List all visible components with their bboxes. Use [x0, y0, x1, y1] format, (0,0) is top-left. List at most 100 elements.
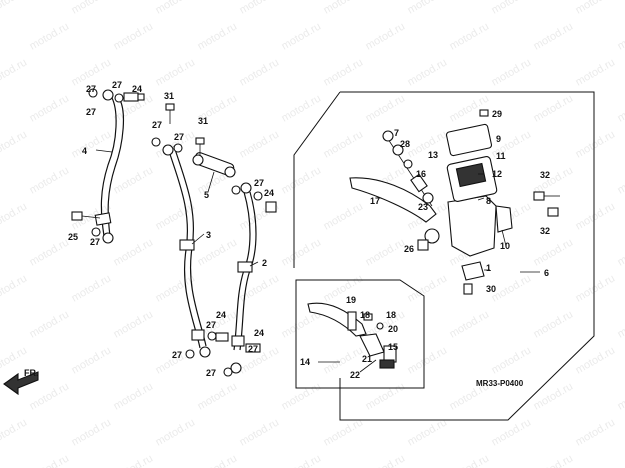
sealing-washer-27 — [173, 143, 183, 153]
sealing-washer-27 — [151, 137, 161, 147]
banjo-bolt-24-top — [123, 92, 145, 102]
callout-22: 22 — [350, 370, 360, 380]
callout-27d: 27 — [152, 120, 162, 130]
watermark-text: motod.ru — [238, 416, 282, 448]
watermark-text: motod.ru — [28, 164, 72, 196]
bolt-24-right — [265, 201, 277, 213]
watermark-text: motod.ru — [448, 452, 492, 468]
front-direction-arrow — [3, 371, 39, 396]
watermark-text: motod.ru — [574, 0, 618, 17]
watermark-text: motod.ru — [448, 92, 492, 124]
callout-27i: 27 — [172, 350, 182, 360]
callout-31a: 31 — [164, 91, 174, 101]
watermark-text: motod.ru — [322, 416, 366, 448]
watermark-text: motod.ru — [616, 92, 625, 124]
watermark-text: motod.ru — [154, 56, 198, 88]
watermark-text: motod.ru — [70, 128, 114, 160]
watermark-text: motod.ru — [490, 0, 534, 17]
watermark-text: motod.ru — [0, 416, 29, 448]
watermark-text: motod.ru — [406, 416, 450, 448]
callout-13: 13 — [428, 150, 438, 160]
sealing-washer-27 — [185, 349, 195, 359]
watermark-text: motod.ru — [28, 452, 72, 468]
callout-18: 18 — [360, 310, 370, 320]
watermark-text: motod.ru — [364, 452, 408, 468]
sealing-washer-27 — [253, 191, 263, 201]
watermark-text: motod.ru — [70, 272, 114, 304]
bolt-31 — [195, 137, 205, 156]
watermark-text: motod.ru — [154, 200, 198, 232]
watermark-text: motod.ru — [322, 0, 366, 17]
callout-27c: 27 — [86, 107, 96, 117]
callout-27k: 27 — [206, 368, 216, 378]
callout-8: 8 — [486, 196, 491, 206]
callout-32b: 32 — [540, 226, 550, 236]
callout-21: 21 — [362, 354, 372, 364]
watermark-text: motod.ru — [28, 380, 72, 412]
watermark-text: motod.ru — [112, 20, 156, 52]
callout-27f: 27 — [90, 237, 100, 247]
watermark-text: motod.ru — [490, 344, 534, 376]
bolt-24-lower — [215, 332, 229, 342]
callout-24d: 24 — [254, 328, 264, 338]
callout-32a: 32 — [540, 170, 550, 180]
watermark-text: motod.ru — [490, 56, 534, 88]
watermark-text: motod.ru — [112, 452, 156, 468]
diagram-reference-code: MR33-P0400 — [476, 379, 524, 388]
bolt-24-bottom — [245, 343, 261, 353]
callout-27g: 27 — [254, 178, 264, 188]
brake-hose-3 — [162, 144, 211, 358]
callout-4: 4 — [82, 146, 87, 156]
watermark-text: motod.ru — [448, 20, 492, 52]
watermark-text: motod.ru — [616, 236, 625, 268]
watermark-text: motod.ru — [406, 56, 450, 88]
watermark-text: motod.ru — [322, 272, 366, 304]
screw-30 — [463, 283, 473, 295]
assembly-frame-6-top — [293, 91, 341, 268]
callout-9: 9 — [496, 134, 501, 144]
callout-25: 25 — [68, 232, 78, 242]
lever-14 — [307, 302, 397, 369]
watermark-text: motod.ru — [406, 0, 450, 17]
watermark-text: motod.ru — [532, 92, 576, 124]
sealing-washer-27 — [231, 185, 241, 195]
watermark-text: motod.ru — [364, 92, 408, 124]
callout-15: 15 — [388, 342, 398, 352]
screw-29 — [479, 109, 489, 117]
watermark-text: motod.ru — [112, 380, 156, 412]
sealing-washer-27 — [114, 93, 124, 103]
piston-set-13 — [382, 130, 434, 207]
three-way-joint-5 — [192, 152, 236, 178]
watermark-text: motod.ru — [322, 56, 366, 88]
callout-31b: 31 — [198, 116, 208, 126]
callout-23: 23 — [418, 202, 428, 212]
callout-27a: 27 — [86, 84, 96, 94]
watermark-text: motod.ru — [322, 128, 366, 160]
watermark-text: motod.ru — [280, 380, 324, 412]
watermark-text: motod.ru — [196, 20, 240, 52]
watermark-text: motod.ru — [196, 236, 240, 268]
callout-29: 29 — [492, 109, 502, 119]
sealing-washer-27 — [207, 331, 217, 341]
watermark-text: motod.ru — [0, 128, 29, 160]
watermark-text: motod.ru — [448, 308, 492, 340]
callout-5: 5 — [204, 190, 209, 200]
master-cylinder-body — [424, 123, 498, 257]
watermark-text: motod.ru — [0, 0, 29, 17]
brake-hose-4 — [94, 89, 124, 244]
callout-2: 2 — [262, 258, 267, 268]
watermark-text: motod.ru — [238, 0, 282, 17]
watermark-text: motod.ru — [70, 344, 114, 376]
watermark-text: motod.ru — [574, 200, 618, 232]
callout-16: 16 — [416, 169, 426, 179]
watermark-text: motod.ru — [28, 236, 72, 268]
watermark-text: motod.ru — [616, 20, 625, 52]
callout-20: 20 — [388, 324, 398, 334]
sealing-washer-27 — [223, 367, 233, 377]
watermark-text: motod.ru — [574, 272, 618, 304]
watermark-text: motod.ru — [364, 20, 408, 52]
callout-24: 24 — [132, 84, 142, 94]
callout-24c: 24 — [216, 310, 226, 320]
watermark-text: motod.ru — [28, 308, 72, 340]
watermark-text: motod.ru — [532, 452, 576, 468]
